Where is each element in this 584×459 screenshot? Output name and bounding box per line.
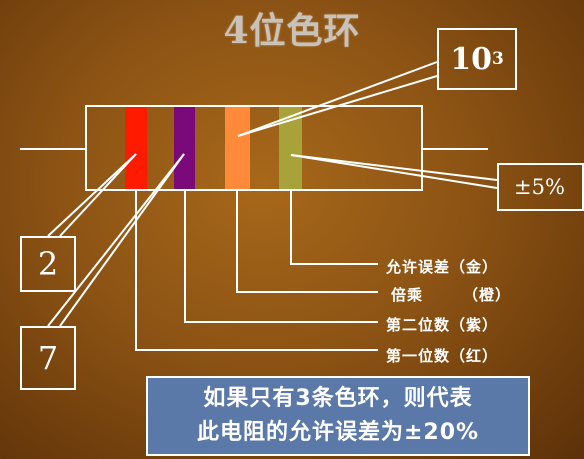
callout-multiplier-a — [237, 61, 438, 137]
band-red — [125, 107, 147, 189]
second-digit-value: 7 — [37, 339, 59, 377]
note-line-1: 如果只有3条色环，则代表 — [203, 386, 473, 411]
leader-red — [135, 190, 378, 351]
leader-purple — [184, 190, 378, 323]
tolerance-value: ±5% — [514, 175, 565, 199]
slide-title: 4位色环 — [223, 10, 361, 52]
second-digit-box: 7 — [20, 326, 76, 390]
label-second-digit: 第二位数（紫） — [386, 316, 499, 334]
first-digit-box: 2 — [20, 236, 76, 292]
label-multiplier-color: （橙） — [463, 286, 512, 304]
resistor-body — [85, 105, 423, 191]
note-line-2: 此电阻的允许误差为±20% — [196, 420, 480, 445]
callout-digit-7-a — [47, 153, 185, 327]
leader-orange — [236, 190, 378, 293]
label-first-digit: 第一位数（红） — [386, 347, 499, 365]
leader-gold — [290, 190, 378, 265]
callout-tolerance-b — [290, 154, 498, 189]
callout-multiplier-b — [237, 75, 438, 137]
note-box: 如果只有3条色环，则代表 此电阻的允许误差为±20% — [146, 376, 530, 456]
label-multiplier-text: 倍乘 — [391, 286, 424, 304]
label-multiplier: 倍乘 （橙） — [391, 284, 511, 305]
band-gold — [279, 107, 302, 189]
tolerance-box: ±5% — [497, 163, 584, 211]
multiplier-base: 10 — [450, 41, 492, 77]
label-tolerance: 允许误差（金） — [386, 258, 499, 276]
callout-digit-2-b — [59, 153, 137, 237]
band-purple — [174, 107, 195, 189]
multiplier-exponent: 3 — [491, 49, 504, 69]
band-orange — [225, 107, 250, 189]
callout-digit-2-a — [47, 153, 137, 237]
callout-digit-7-b — [59, 153, 185, 327]
first-digit-value: 2 — [37, 245, 59, 283]
callout-tolerance-a — [290, 154, 498, 181]
